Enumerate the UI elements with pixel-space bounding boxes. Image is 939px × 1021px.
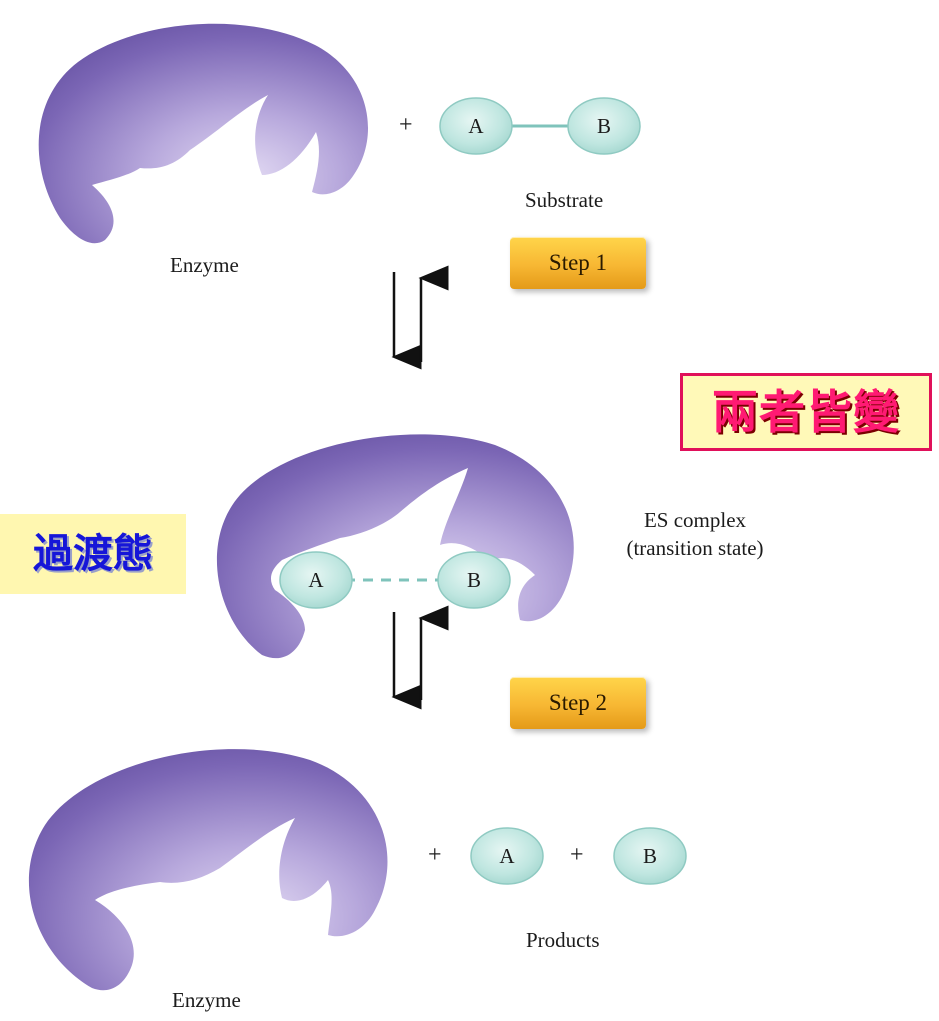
es-complex-label: ES complex	[643, 508, 747, 532]
enzyme-bottom-shape	[28, 749, 388, 991]
enzyme-label-top: Enzyme	[170, 253, 239, 277]
complex-a-label: A	[308, 568, 324, 592]
substrate-b-molecule	[567, 97, 641, 155]
substrate-b-label: B	[596, 114, 611, 138]
product-b-molecule	[613, 827, 687, 885]
product-a-molecule	[470, 827, 544, 885]
plus-sign-top: +	[399, 112, 413, 138]
product-b-label: B	[642, 844, 657, 868]
annotation-both-change: 兩者皆變	[680, 373, 932, 451]
products-label: Products	[526, 928, 600, 952]
substrate-label: Substrate	[525, 188, 604, 212]
enzyme-label-bottom: Enzyme	[172, 988, 241, 1012]
plus-sign-bottom-1: +	[428, 842, 442, 868]
complex-b-label: B	[466, 568, 481, 592]
product-a-label: A	[499, 844, 515, 868]
step-1-badge: Step 1	[510, 237, 646, 289]
complex-a-molecule	[279, 551, 353, 609]
plus-sign-bottom-2: +	[570, 842, 584, 868]
substrate-a-molecule	[439, 97, 513, 155]
annotation-transition-state: 過渡態	[0, 514, 186, 594]
step-2-badge: Step 2	[510, 677, 646, 729]
complex-b-molecule	[437, 551, 511, 609]
enzyme-top-shape	[38, 23, 369, 244]
substrate-a-label: A	[468, 114, 484, 138]
enzyme-middle-shape	[216, 434, 574, 659]
transition-state-label: (transition state)	[626, 536, 764, 560]
